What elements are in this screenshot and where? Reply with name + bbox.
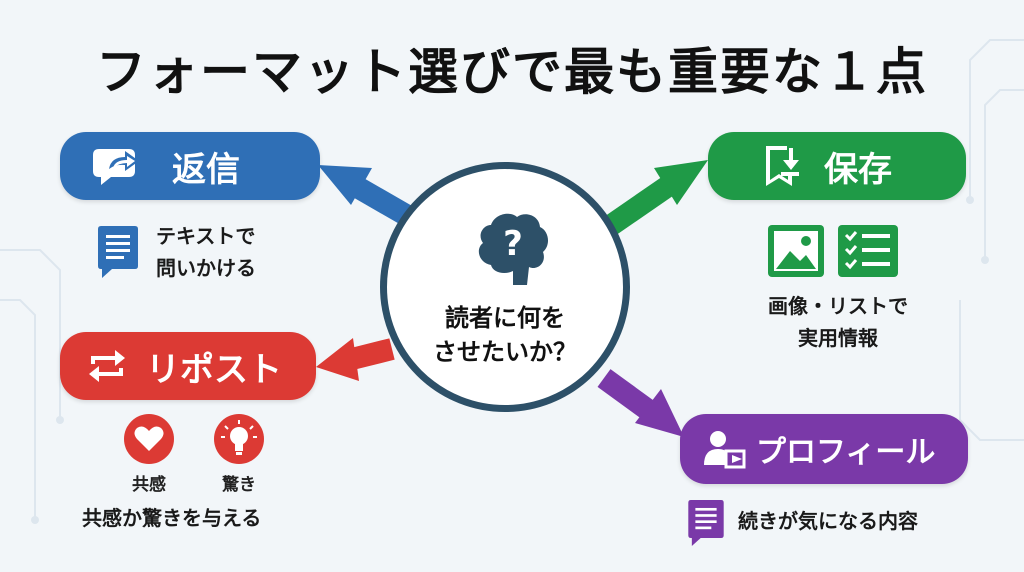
arrow-head-save bbox=[654, 160, 708, 205]
arrow-head-profile bbox=[635, 389, 684, 437]
repost-pill: リポスト bbox=[60, 332, 316, 400]
heart-icon bbox=[124, 414, 174, 464]
bookmark-download-icon bbox=[756, 144, 806, 188]
center-line-1: 読者に何を bbox=[445, 304, 565, 332]
arrow-to-profile bbox=[597, 369, 655, 419]
svg-text:?: ? bbox=[503, 224, 523, 264]
lightbulb-icon bbox=[214, 414, 264, 464]
brain-question-icon: ? bbox=[478, 213, 549, 285]
reply-caption: テキストで 問いかける bbox=[156, 220, 256, 284]
repost-sub-label-1: 共感 bbox=[132, 475, 166, 495]
save-caption-line-1: 画像・リストで bbox=[768, 294, 908, 318]
repost-caption: 共感か驚きを与える bbox=[82, 506, 262, 530]
document-icon bbox=[98, 226, 138, 278]
reply-pill: 返信 bbox=[60, 132, 320, 200]
save-label: 保存 bbox=[824, 149, 892, 190]
user-card-icon bbox=[700, 429, 748, 469]
repost-label: リポスト bbox=[146, 349, 282, 390]
reply-label: 返信 bbox=[172, 149, 240, 190]
reply-bubble-icon bbox=[90, 145, 150, 187]
arrow-to-save bbox=[603, 176, 675, 236]
arrow-to-repost bbox=[349, 338, 395, 370]
repost-icon bbox=[82, 348, 132, 384]
center-text: 読者に何を させたいか？ bbox=[387, 301, 623, 369]
reply-caption-line-1: テキストで bbox=[156, 224, 256, 248]
profile-caption: 続きが気になる内容 bbox=[738, 509, 918, 533]
page-title: フォーマット選びで最も重要な１点 bbox=[96, 43, 928, 101]
image-icon bbox=[768, 225, 824, 277]
profile-label: プロフィール bbox=[756, 435, 936, 470]
save-caption-line-2: 実用情報 bbox=[798, 326, 878, 350]
checklist-icon bbox=[838, 225, 898, 277]
arrow-head-reply bbox=[318, 165, 372, 205]
center-question-circle: ? 読者に何を させたいか？ bbox=[380, 162, 630, 412]
profile-pill: プロフィール bbox=[680, 414, 968, 484]
document-icon bbox=[688, 500, 724, 546]
save-caption: 画像・リストで 実用情報 bbox=[738, 290, 938, 354]
repost-sub-label-2: 驚き bbox=[222, 475, 256, 495]
arrow-head-repost bbox=[316, 338, 359, 381]
save-pill: 保存 bbox=[708, 132, 966, 200]
reply-caption-line-2: 問いかける bbox=[156, 256, 256, 280]
center-line-2: させたいか？ bbox=[433, 338, 577, 366]
